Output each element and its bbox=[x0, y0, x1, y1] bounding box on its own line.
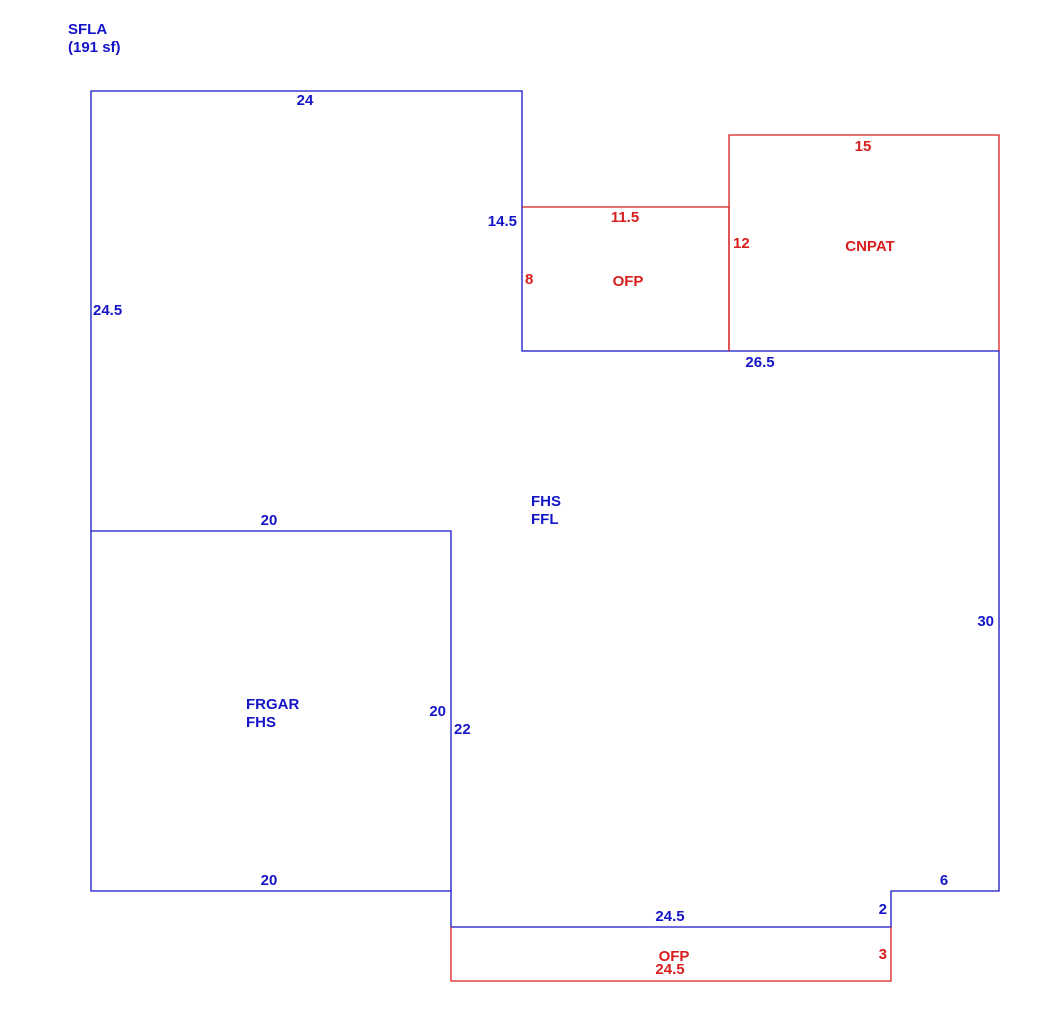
sketch-area-total: (191 sf) bbox=[68, 39, 121, 56]
area-main-label-1: FHS bbox=[531, 493, 561, 510]
dim-main-step: 2 bbox=[879, 901, 887, 918]
dim-main-porch-bottom: 26.5 bbox=[745, 354, 774, 371]
dim-garage-top: 20 bbox=[261, 512, 278, 529]
dim-garage-right: 20 bbox=[429, 703, 446, 720]
area-garage-label-1: FRGAR bbox=[246, 696, 299, 713]
area-main-label-2: FFL bbox=[531, 511, 559, 528]
dim-patio-top: 15 bbox=[855, 138, 872, 155]
dim-porch-bottom-bottom: 24.5 bbox=[655, 961, 684, 978]
dim-main-garage-side: 22 bbox=[454, 721, 471, 738]
dim-porch-top-right: 12 bbox=[733, 235, 750, 252]
dim-porch-top-left: 8 bbox=[525, 271, 533, 288]
dim-porch-top-top: 11.5 bbox=[611, 209, 639, 226]
area-porch-top-label: OFP bbox=[613, 273, 644, 290]
area-porch-bottom-label: OFP bbox=[659, 948, 690, 965]
main-living-outline bbox=[90, 90, 1000, 928]
dim-main-bottom-right: 6 bbox=[940, 872, 948, 889]
sketch-title: SFLA bbox=[68, 21, 107, 38]
dim-main-bottom: 24.5 bbox=[655, 908, 684, 925]
dim-main-top: 24 bbox=[297, 92, 314, 109]
dim-main-right: 30 bbox=[977, 613, 994, 630]
dim-porch-bottom-right: 3 bbox=[879, 946, 887, 963]
dim-main-notch-right: 14.5 bbox=[488, 213, 517, 230]
patio-outline bbox=[728, 134, 1000, 351]
dim-garage-bottom: 20 bbox=[261, 872, 278, 889]
porch-bottom-outline bbox=[450, 927, 892, 982]
area-garage-label-2: FHS bbox=[246, 714, 276, 731]
area-patio-label: CNPAT bbox=[845, 238, 894, 255]
dim-main-left: 24.5 bbox=[93, 302, 122, 319]
garage-outline bbox=[91, 530, 452, 891]
